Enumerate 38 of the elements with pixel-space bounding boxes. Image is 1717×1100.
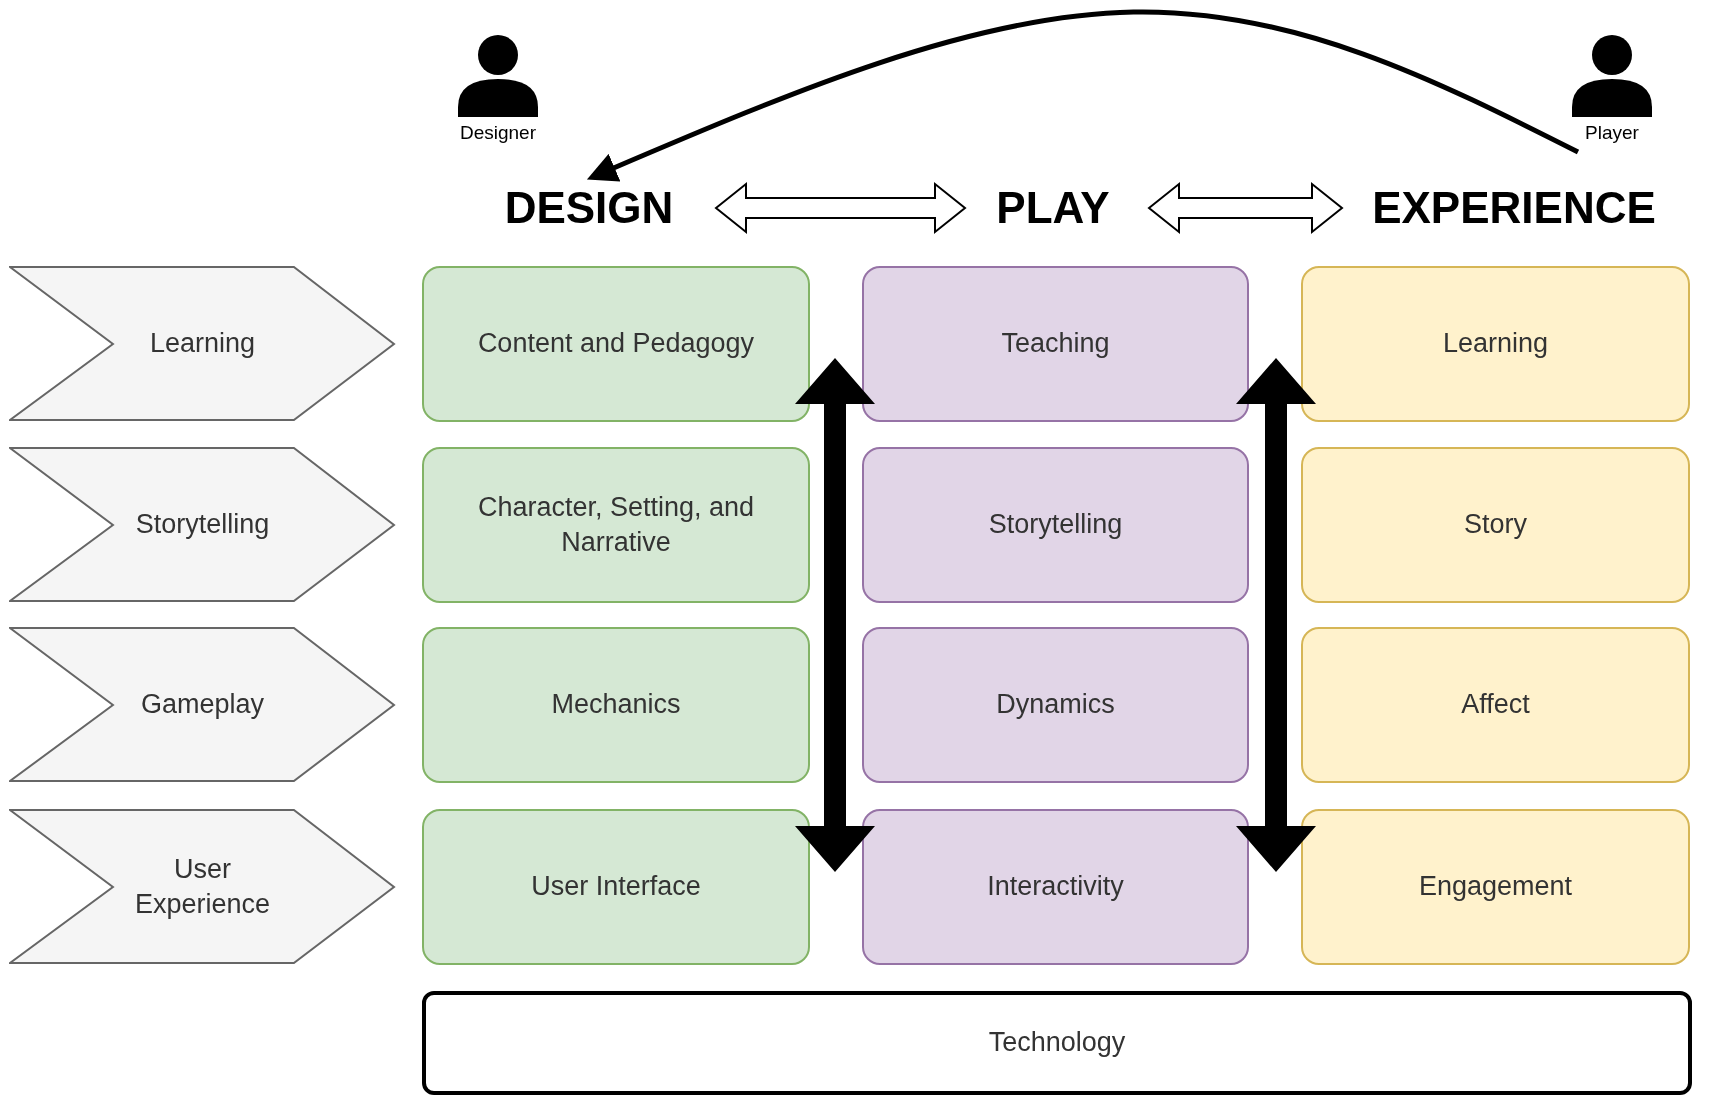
double-arrow (1147, 181, 1344, 235)
technology-bar (422, 991, 1692, 1095)
chevron-label: Learning (148, 327, 257, 361)
box-label: Content and Pedagogy (477, 327, 755, 361)
layer-box (862, 627, 1249, 783)
box-label: Engagement (1418, 870, 1573, 904)
layer-box (422, 627, 810, 783)
layer-box (862, 809, 1249, 965)
chevron-label: Storytelling (134, 508, 271, 542)
column-heading: PLAY (996, 182, 1110, 235)
layer-box (422, 266, 810, 422)
box-label: Affect (1461, 688, 1530, 722)
box-label: Interactivity (987, 870, 1124, 904)
column-heading: DESIGN (504, 182, 674, 235)
box-label: Character, Setting, and Narrative (476, 490, 756, 559)
box-label: Mechanics (551, 688, 681, 722)
box-label: Teaching (1001, 327, 1110, 361)
chevron-label: User Experience (133, 852, 272, 921)
box-label: Learning (1442, 327, 1549, 361)
curved-arrow (586, 9, 1580, 182)
column-heading: EXPERIENCE (1372, 182, 1656, 235)
box-label: Storytelling (988, 508, 1123, 542)
box-label: Technology (988, 1026, 1126, 1060)
chevron-label: Gameplay (139, 688, 266, 722)
box-label: Story (1464, 508, 1527, 542)
role-label: Designer (459, 121, 536, 145)
double-arrow (714, 181, 967, 235)
layer-box (1301, 266, 1690, 422)
role-label: Player (1585, 121, 1639, 145)
layer-box (862, 266, 1249, 422)
layer-box (1301, 627, 1690, 783)
layer-box (1301, 447, 1690, 603)
layer-box (422, 447, 810, 603)
box-label: User Interface (531, 870, 701, 904)
layer-box (1301, 809, 1690, 965)
box-label: Dynamics (996, 688, 1115, 722)
layer-box (422, 809, 810, 965)
layer-box (862, 447, 1249, 603)
